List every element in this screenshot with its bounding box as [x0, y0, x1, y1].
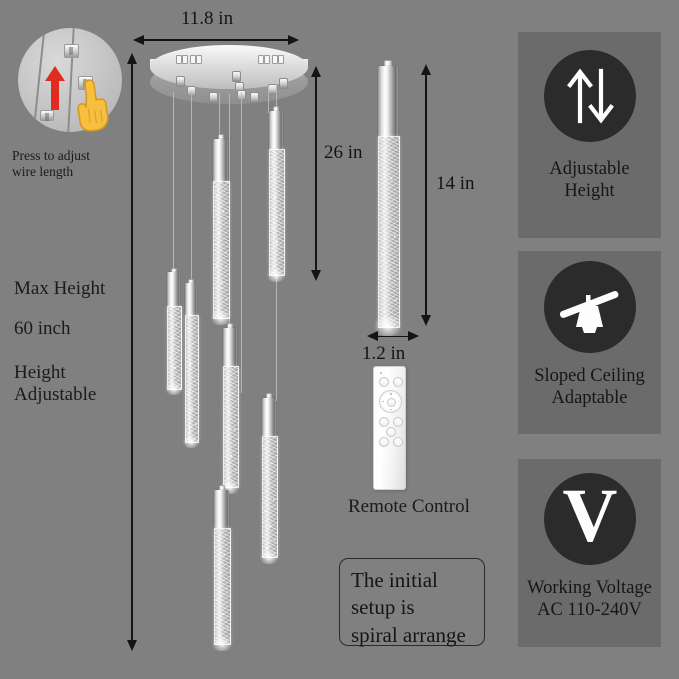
- pendant-wire: [191, 95, 193, 285]
- pendant-rod: [209, 485, 234, 651]
- remote-button-night[interactable]: [378, 437, 389, 447]
- wire-clip-bottom-icon: [40, 110, 54, 121]
- single-rod-detail: [371, 60, 405, 336]
- remote-led-indicator: [380, 372, 382, 374]
- remote-button-power[interactable]: [378, 377, 389, 387]
- badge-adjustable-height-label: Adjustable Height: [549, 159, 630, 202]
- remote-dial[interactable]: [379, 390, 402, 413]
- voltage-v-icon: V: [543, 473, 636, 565]
- badge-working-voltage: V Working Voltage AC 110-240V: [518, 459, 661, 647]
- initial-setup-note: The initial setup is spiral arrange: [339, 558, 485, 647]
- pendant-rod: [208, 134, 233, 325]
- badge-working-voltage-label: Working Voltage AC 110-240V: [527, 578, 652, 621]
- remote-button-mode[interactable]: [392, 377, 403, 387]
- ceiling-canopy: [150, 45, 308, 111]
- remote-button-timer[interactable]: [392, 437, 403, 447]
- pendant-rod: [258, 393, 280, 564]
- remote-button-dim-up[interactable]: [392, 417, 403, 427]
- rod-length-label: 14 in: [436, 173, 475, 194]
- max-height-label: Max Height: [14, 278, 106, 299]
- press-to-adjust-wire-illustration: [18, 28, 122, 132]
- pendant-wire: [173, 92, 175, 274]
- pendant-wire: [268, 86, 270, 113]
- rod-diameter-label: 1.2 in: [362, 343, 406, 364]
- red-up-arrow-icon: [45, 66, 65, 110]
- pendant-rod: [181, 279, 201, 448]
- badge-adjustable-height: Adjustable Height: [518, 32, 661, 238]
- remote-control[interactable]: [373, 366, 406, 490]
- pendant-rod: [163, 268, 184, 395]
- remote-control-caption: Remote Control: [348, 496, 470, 517]
- pendant-rod: [265, 106, 287, 282]
- canopy-width-label: 11.8 in: [181, 8, 234, 29]
- pointing-hand-icon: [77, 79, 109, 132]
- remote-button-dim-down[interactable]: [378, 417, 389, 427]
- sloped-ceiling-lamp-icon: [543, 261, 636, 353]
- badge-sloped-ceiling: Sloped Ceiling Adaptable: [518, 251, 661, 434]
- remote-button-ok[interactable]: [387, 398, 396, 407]
- max-height-value: 60 inch: [14, 318, 71, 339]
- press-to-adjust-note: Press to adjust wire length: [12, 148, 91, 179]
- voltage-v-glyph: V: [562, 474, 618, 558]
- drop-height-label: 26 in: [324, 142, 363, 163]
- pendant-rod: [219, 323, 241, 494]
- badge-sloped-ceiling-label: Sloped Ceiling Adaptable: [534, 366, 645, 409]
- height-adjustable-label: Height Adjustable: [14, 362, 97, 406]
- up-down-arrows-icon: [543, 50, 636, 142]
- remote-button-center[interactable]: [385, 427, 396, 437]
- wire-clip-upper-icon: [64, 44, 79, 58]
- pendant-wire: [219, 93, 221, 141]
- pendant-wire: [241, 92, 243, 393]
